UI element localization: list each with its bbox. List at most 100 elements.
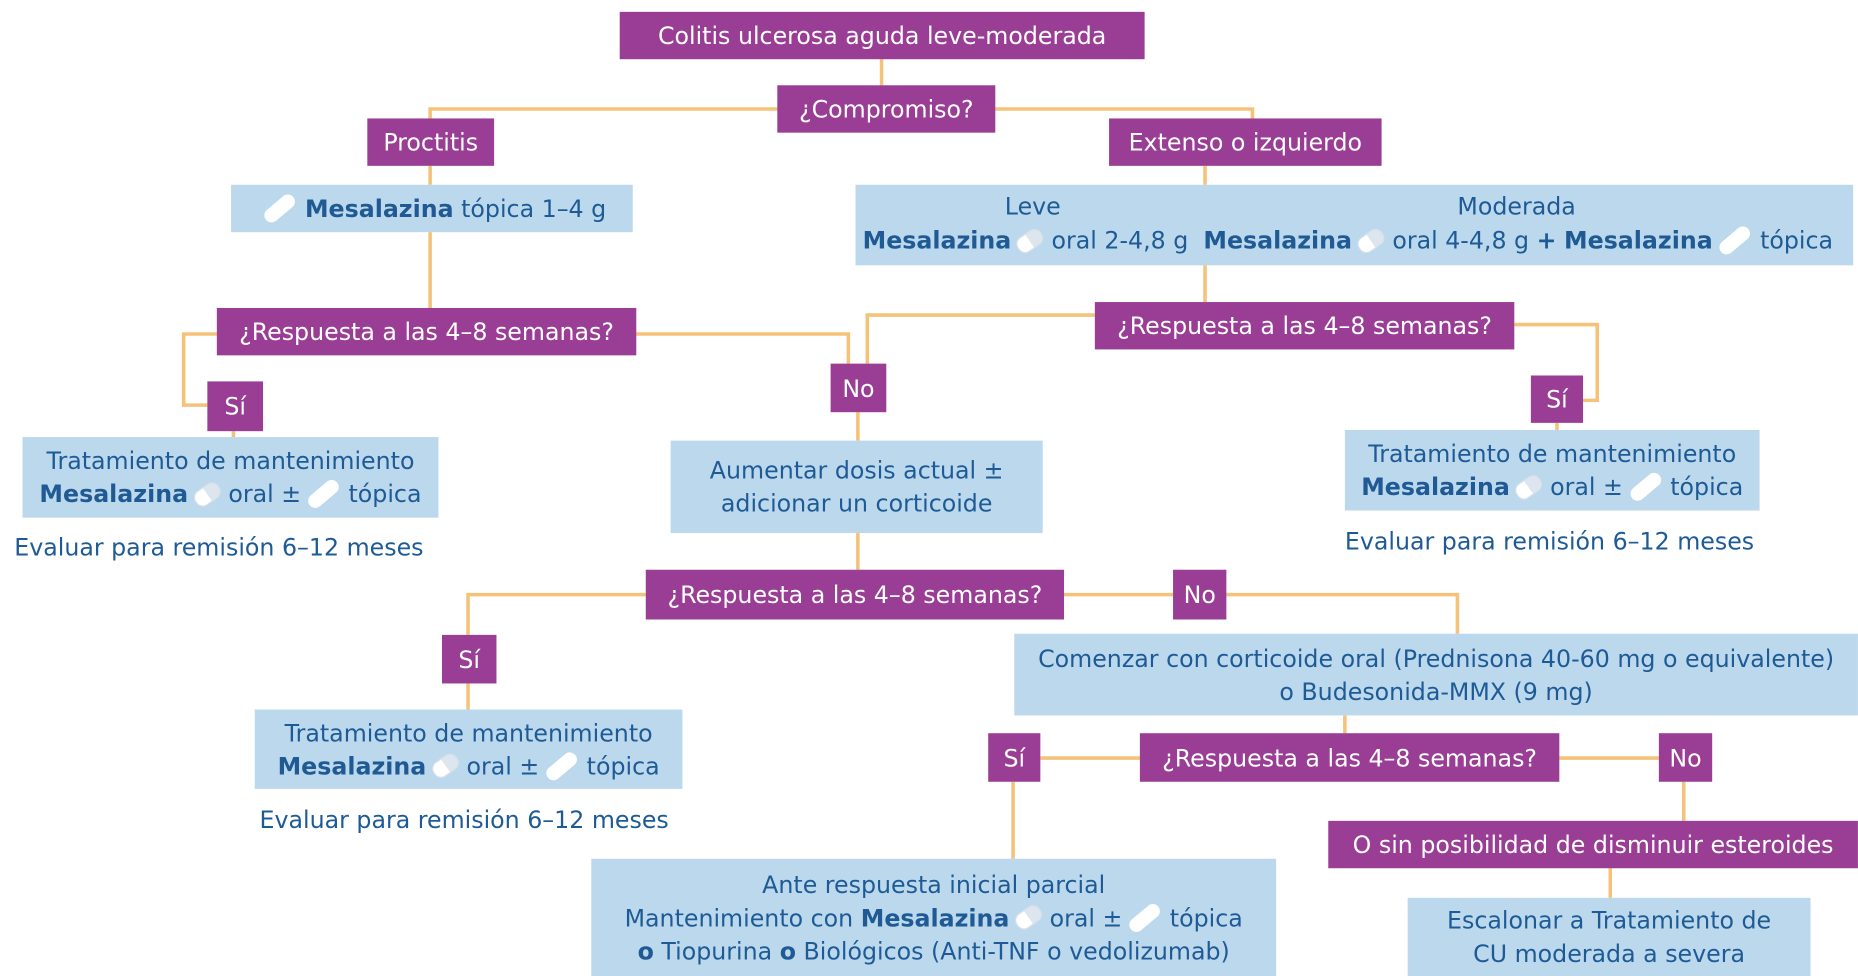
oral-pill-icon <box>1354 225 1388 256</box>
partial-line2-pre: Mantenimiento con <box>624 903 854 932</box>
yes-bottom-text: Sí <box>1003 743 1026 772</box>
oral-pill-icon <box>428 750 462 782</box>
evaluate-left: Evaluar para remisión 6–12 meses <box>14 533 424 562</box>
maintenance-right-box: Tratamiento de mantenimiento Mesalazina … <box>1344 429 1760 511</box>
increase-box: Aumentar dosis actual ± adicionar un cor… <box>670 440 1043 534</box>
yes-left-text: Sí <box>224 392 247 421</box>
left-treatment-drug: Mesalazina <box>304 194 454 223</box>
no-center-text: No <box>842 373 875 403</box>
partial-o2: o <box>779 936 797 965</box>
no-steroid-box: O sin posibilidad de disminuir esteroide… <box>1328 820 1858 869</box>
escalate-box: Escalonar a Tratamiento de CU moderada a… <box>1407 897 1811 976</box>
no-steroid-text: O sin posibilidad de disminuir esteroide… <box>1352 830 1834 859</box>
evaluate-right: Evaluar para remisión 6–12 meses <box>1344 527 1755 556</box>
topical-pill-icon <box>1627 469 1664 504</box>
partial-oral: oral ± <box>1049 903 1123 932</box>
maintenance-center-oral: oral ± <box>466 751 540 780</box>
plus-sign: + <box>1536 226 1557 255</box>
leve-label: Leve <box>1004 191 1061 221</box>
partial-drug: Mesalazina <box>860 903 1010 932</box>
no-bottom-box: No <box>1658 733 1713 782</box>
yes-right-text: Sí <box>1546 384 1568 414</box>
maintenance-right-row: Mesalazina oral ± tópica <box>1361 469 1744 504</box>
partial-line1: Ante respuesta inicial parcial <box>762 870 1106 899</box>
question-bottom-text: ¿Respuesta a las 4–8 semanas? <box>1162 743 1538 772</box>
maintenance-left-box: Tratamiento de mantenimiento Mesalazina … <box>22 437 439 518</box>
maintenance-center-row: Mesalazina oral ± tópica <box>277 748 660 783</box>
extenso-text: Extenso o izquierdo <box>1128 127 1363 157</box>
oral-pill-icon <box>1013 225 1047 256</box>
maintenance-center-drug: Mesalazina <box>277 751 427 780</box>
question-center-box: ¿Respuesta a las 4–8 semanas? <box>645 569 1065 620</box>
proctitis-text: Proctitis <box>383 127 479 157</box>
topical-pill-icon <box>1717 223 1754 258</box>
escalate-line2: CU moderada a severa <box>1473 939 1746 968</box>
increase-line2: adicionar un corticoide <box>720 489 993 518</box>
right-treatment-box: Leve Moderada Mesalazina oral 2-4,8 g Me… <box>855 184 1854 266</box>
yes-bottom-box: Sí <box>988 733 1041 782</box>
maintenance-left-title: Tratamiento de mantenimiento <box>46 446 415 475</box>
maintenance-center-title: Tratamiento de mantenimiento <box>284 718 653 747</box>
partial-o1: o <box>637 936 654 965</box>
maintenance-right-title: Tratamiento de mantenimiento <box>1368 439 1737 468</box>
question-bottom-box: ¿Respuesta a las 4–8 semanas? <box>1139 733 1560 782</box>
maintenance-center-box: Tratamiento de mantenimiento Mesalazina … <box>254 709 683 789</box>
yes-center-box: Sí <box>441 634 497 684</box>
question-center-text: ¿Respuesta a las 4–8 semanas? <box>667 580 1043 609</box>
question-right-box: ¿Respuesta a las 4–8 semanas? <box>1094 302 1515 350</box>
partial-row3: o Tiopurina o Biológicos (Anti-TNF o ved… <box>638 934 1230 967</box>
corticoid-box: Comenzar con corticoide oral (Prednisona… <box>1014 633 1858 716</box>
left-treatment-row: Mesalazina tópica 1–4 g <box>258 191 607 226</box>
moderada-drug2: Mesalazina <box>1564 226 1713 255</box>
partial-tiopurina: Tiopurina <box>661 936 773 965</box>
moderada-label: Moderada <box>1457 191 1576 221</box>
partial-box: Ante respuesta inicial parcial Mantenimi… <box>591 858 1277 976</box>
topical-pill-icon <box>261 191 299 226</box>
compromiso-box: ¿Compromiso? <box>777 85 996 133</box>
question-left-text: ¿Respuesta a las 4–8 semanas? <box>239 317 614 346</box>
maintenance-left-topica: tópica <box>348 479 422 509</box>
title-box: Colitis ulcerosa aguda leve-moderada <box>619 11 1145 60</box>
moderada-text2: tópica <box>1760 226 1834 255</box>
maintenance-right-topica: tópica <box>1670 472 1744 502</box>
moderada-text1: oral 4-4,8 g <box>1392 226 1530 255</box>
no-center-box: No <box>830 363 887 413</box>
extenso-box: Extenso o izquierdo <box>1109 118 1382 166</box>
maintenance-left-row: Mesalazina oral ± tópica <box>39 477 422 511</box>
question-left-box: ¿Respuesta a las 4–8 semanas? <box>216 307 637 356</box>
right-treatment-row: Mesalazina oral 2-4,8 g Mesalazina oral … <box>862 223 1834 258</box>
corticoid-line1: Comenzar con corticoide oral (Prednisona… <box>1038 643 1835 673</box>
no-center-right-box: No <box>1173 569 1227 620</box>
corticoid-line2: o Budesonida-MMX (9 mg) <box>1279 676 1593 706</box>
oral-pill-icon <box>1011 901 1046 933</box>
topical-pill-icon <box>305 477 342 511</box>
compromiso-text: ¿Compromiso? <box>799 94 974 124</box>
yes-right-box: Sí <box>1530 375 1584 423</box>
topical-pill-icon <box>543 748 580 783</box>
escalate-line1: Escalonar a Tratamiento de <box>1447 906 1772 935</box>
oral-pill-icon <box>190 478 224 510</box>
partial-topica: tópica <box>1169 903 1243 932</box>
increase-line1: Aumentar dosis actual ± <box>709 456 1004 485</box>
maintenance-left-oral: oral ± <box>228 479 302 509</box>
no-bottom-text: No <box>1669 743 1702 772</box>
maintenance-center-topica: tópica <box>586 751 660 780</box>
title-text: Colitis ulcerosa aguda leve-moderada <box>657 21 1107 50</box>
maintenance-right-drug: Mesalazina <box>1361 472 1510 502</box>
question-right-text: ¿Respuesta a las 4–8 semanas? <box>1117 311 1492 340</box>
proctitis-box: Proctitis <box>367 118 495 166</box>
yes-left-box: Sí <box>207 381 264 432</box>
left-treatment-text: tópica 1–4 g <box>461 194 607 223</box>
oral-pill-icon <box>1512 471 1546 503</box>
leve-text: oral 2-4,8 g <box>1051 226 1189 255</box>
maintenance-left-drug: Mesalazina <box>39 479 189 509</box>
moderada-drug1: Mesalazina <box>1203 226 1353 255</box>
yes-center-text: Sí <box>458 644 481 674</box>
topical-pill-icon <box>1126 900 1164 935</box>
evaluate-center: Evaluar para remisión 6–12 meses <box>259 805 669 834</box>
no-center-right-text: No <box>1183 580 1216 609</box>
leve-drug: Mesalazina <box>862 226 1012 255</box>
partial-biologics: Biológicos (Anti-TNF o vedolizumab) <box>803 936 1230 965</box>
